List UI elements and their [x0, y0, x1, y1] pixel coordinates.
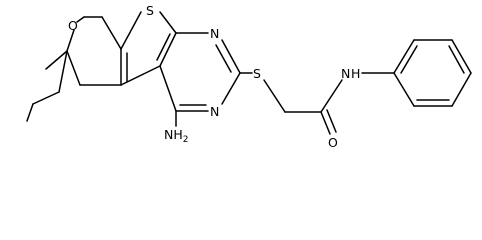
atom-label-sulfur-thiophene: S: [146, 3, 154, 18]
bond-c2-n-bottom: [221, 72, 241, 105]
bond-s-c-right: [159, 11, 177, 34]
atom-label-amide-nitrogen: N: [341, 66, 350, 81]
bond-n-top-c2: [221, 39, 241, 74]
bond-methyl: [45, 50, 68, 70]
bond-carbonyl-n: [320, 79, 343, 113]
atom-label-oxygen-ring: O: [68, 18, 78, 33]
bond-quaternary-c-ch2: [66, 50, 81, 86]
bond-ch2-thiophene-c: [101, 16, 122, 50]
bond-ethyl-2: [32, 91, 60, 105]
amino-label-subscript: 2: [183, 135, 189, 145]
atom-label-nitrogen-top: N: [210, 26, 219, 41]
bond-thiophene-fused: [159, 32, 177, 67]
bond-n-top-c2-double: [215, 44, 232, 73]
bond-carbonyl-o-double: [326, 109, 337, 133]
atom-labels: O S N N S N H O NH2: [68, 3, 360, 150]
bond-c-s-left: [120, 11, 142, 50]
bond-phenyl-4: [451, 72, 472, 107]
bond-thiophene-fused-double: [156, 33, 171, 61]
bond-o-quaternary-c: [66, 29, 75, 52]
bond-carbonyl-o: [320, 111, 331, 135]
bond-ethyl-3: [26, 103, 34, 122]
bond-phenyl-1: [393, 39, 415, 74]
atom-label-amino: NH2: [164, 127, 188, 145]
chemical-structure-diagram: O S N N S N H O NH2: [26, 3, 472, 150]
bond-s-ch2: [263, 79, 286, 113]
atom-label-nitrogen-bottom: N: [210, 104, 219, 119]
atom-label-amide-oxygen: O: [328, 135, 338, 150]
amino-label-main: NH: [164, 127, 183, 142]
bond-phenyl-inner-2: [448, 45, 465, 74]
atom-label-amide-hydrogen: H: [351, 66, 360, 81]
bond-phenyl-3: [451, 39, 472, 74]
bond-oxygen-ch2: [76, 16, 85, 23]
bond-c4-c4a: [159, 65, 177, 112]
atom-label-sulfur-thioether: S: [253, 66, 261, 81]
bond-phenyl-6: [393, 72, 415, 107]
bond-ethyl-1: [58, 50, 68, 93]
bond-fused-to-left: [120, 65, 161, 86]
bond-phenyl-inner-1: [400, 45, 418, 74]
bond-network: [26, 11, 472, 135]
